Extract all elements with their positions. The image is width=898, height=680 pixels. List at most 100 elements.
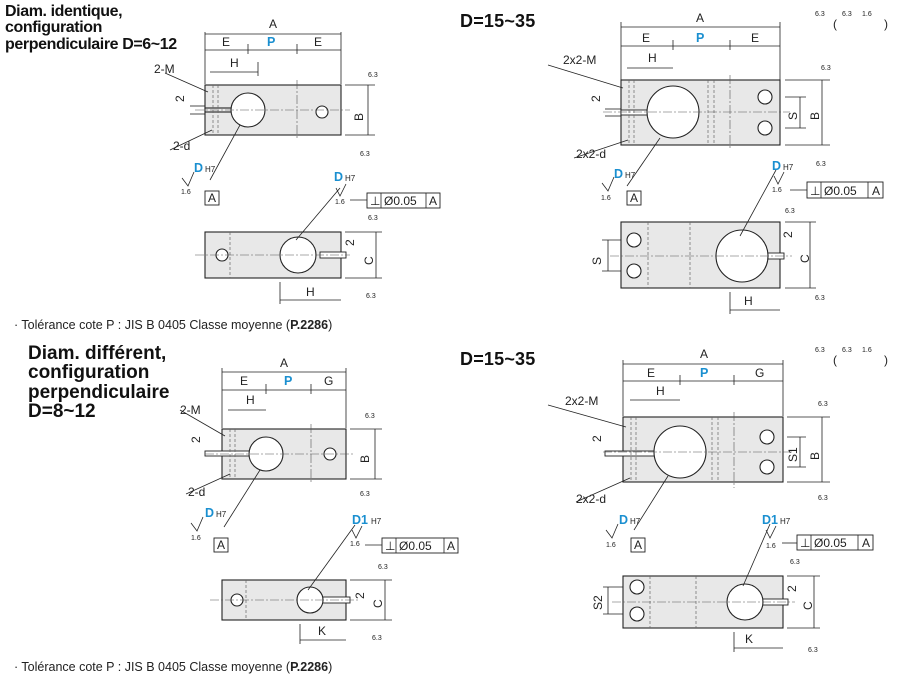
side-view-small-diff: D1 H7 1.6 ⊥ Ø0.05 A C 2 6.3 6.3 K: [210, 513, 459, 644]
svg-text:1.6: 1.6: [606, 542, 616, 549]
svg-text:Ø0.05: Ø0.05: [824, 184, 857, 198]
svg-text:2-d: 2-d: [188, 485, 205, 499]
svg-text:6.3: 6.3: [818, 401, 828, 408]
svg-text:A: A: [208, 191, 216, 205]
svg-text:6.3: 6.3: [808, 647, 818, 654]
label-2-d: 2-d: [173, 139, 190, 153]
svg-text:6.3: 6.3: [365, 413, 375, 420]
svg-text:2: 2: [590, 435, 604, 442]
svg-text:G: G: [324, 374, 333, 388]
svg-text:H7: H7: [625, 171, 636, 180]
svg-text:Ø0.05: Ø0.05: [384, 194, 417, 208]
svg-text:H7: H7: [345, 174, 356, 183]
dim-A: A: [269, 17, 277, 31]
svg-text:1.6: 1.6: [191, 535, 201, 542]
svg-text:K: K: [745, 632, 753, 646]
svg-text:E: E: [647, 366, 655, 380]
svg-text:H: H: [656, 384, 665, 398]
svg-text:A: A: [447, 539, 455, 553]
screw-hole: [315, 105, 329, 119]
svg-text:6.3: 6.3: [360, 491, 370, 498]
svg-text:1.6: 1.6: [181, 189, 191, 196]
svg-text:1.6: 1.6: [862, 11, 872, 18]
heading-different-diameter: Diam. différent, configuration perpendic…: [28, 343, 170, 423]
svg-text:E: E: [642, 31, 650, 45]
svg-text:A: A: [696, 11, 704, 25]
svg-text:6.3: 6.3: [815, 11, 825, 18]
dim-E-right: E: [314, 35, 322, 49]
dim-C: C: [362, 256, 376, 265]
svg-text:6.3: 6.3: [842, 11, 852, 18]
label-2-M: 2-M: [154, 62, 175, 76]
side-view-small-same: D H7 1.6 ⊥ Ø0.05 A C 2 6.3 6.3 H: [195, 170, 441, 304]
heading-same-diameter: Diam. identique, configuration perpendic…: [5, 3, 177, 53]
svg-text:2-M: 2-M: [180, 403, 201, 417]
svg-text:1.6: 1.6: [335, 199, 345, 206]
svg-text:A: A: [634, 538, 642, 552]
svg-text:P: P: [696, 31, 704, 45]
svg-text:H: H: [246, 393, 255, 407]
perpendicularity-frame: [366, 192, 441, 209]
svg-text:S: S: [786, 112, 800, 120]
svg-text:6.3: 6.3: [785, 208, 795, 215]
svg-text:2: 2: [353, 592, 367, 599]
svg-text:6.3: 6.3: [368, 215, 378, 222]
svg-text:6.3: 6.3: [366, 293, 376, 300]
page-ref-top[interactable]: P.2286: [290, 318, 329, 332]
svg-text:2x2-d: 2x2-d: [576, 147, 606, 161]
svg-text:H7: H7: [205, 165, 216, 174]
svg-text:6.3: 6.3: [790, 559, 800, 566]
svg-text:S1: S1: [786, 447, 800, 462]
label-D: D: [194, 161, 203, 175]
svg-text:P: P: [284, 374, 292, 388]
svg-text:S2: S2: [591, 595, 605, 610]
svg-text:6.3: 6.3: [368, 72, 378, 79]
svg-text:B: B: [808, 452, 822, 460]
svg-text:D1: D1: [762, 513, 778, 527]
svg-text:1.6: 1.6: [601, 195, 611, 202]
dim-H-side: H: [306, 285, 315, 299]
dim-E-left: E: [222, 35, 230, 49]
side-view-large-same: D H7 1.6 ⊥ Ø0.05 A S C 2 6.3 6.3 H: [590, 159, 884, 314]
svg-text:): ): [884, 17, 888, 31]
dim-B: B: [352, 113, 366, 121]
tolerance-note-top: · Tolérance cote P : JIS B 0405 Classe m…: [14, 318, 333, 332]
svg-text:D: D: [614, 167, 623, 181]
top-view-large-diff: 6.3 ( 6.3 1.6 ) A E P G H 2x2-M 2 S1 B 6…: [547, 347, 888, 553]
svg-text:6.3: 6.3: [821, 65, 831, 72]
svg-text:B: B: [808, 112, 822, 120]
svg-text:2: 2: [781, 231, 795, 238]
top-view-large-same: 6.3 ( 6.3 1.6 ) A E P E H 2x2-M 2 S B 6.…: [547, 11, 888, 206]
svg-text:2: 2: [589, 95, 603, 102]
svg-text:H7: H7: [216, 510, 227, 519]
svg-text:2x2-M: 2x2-M: [565, 394, 598, 408]
svg-text:K: K: [318, 624, 326, 638]
svg-text:1.6: 1.6: [862, 347, 872, 354]
heading-range-top: D=15~35: [460, 11, 536, 31]
svg-text:2x2-d: 2x2-d: [576, 492, 606, 506]
svg-text:G: G: [755, 366, 764, 380]
svg-text:6.3: 6.3: [818, 495, 828, 502]
svg-text:C: C: [801, 601, 815, 610]
svg-text:D: D: [619, 513, 628, 527]
label-D-side: D: [334, 170, 343, 184]
svg-text:A: A: [280, 356, 288, 370]
svg-text:D: D: [772, 159, 781, 173]
svg-text:H7: H7: [780, 517, 791, 526]
svg-text:6.3: 6.3: [360, 151, 370, 158]
page-ref-bottom[interactable]: P.2286: [290, 660, 329, 674]
dim-P: P: [267, 35, 275, 49]
svg-text:A: A: [217, 538, 225, 552]
svg-text:⊥: ⊥: [800, 536, 810, 550]
svg-text:1.6: 1.6: [772, 187, 782, 194]
svg-text:A: A: [700, 347, 708, 361]
svg-text:H7: H7: [783, 163, 794, 172]
svg-text:E: E: [240, 374, 248, 388]
svg-text:A: A: [630, 191, 638, 205]
svg-text:H: H: [744, 294, 753, 308]
svg-text:6.3: 6.3: [815, 295, 825, 302]
svg-text:C: C: [798, 254, 812, 263]
svg-text:6.3: 6.3: [816, 161, 826, 168]
svg-text:6.3: 6.3: [815, 347, 825, 354]
